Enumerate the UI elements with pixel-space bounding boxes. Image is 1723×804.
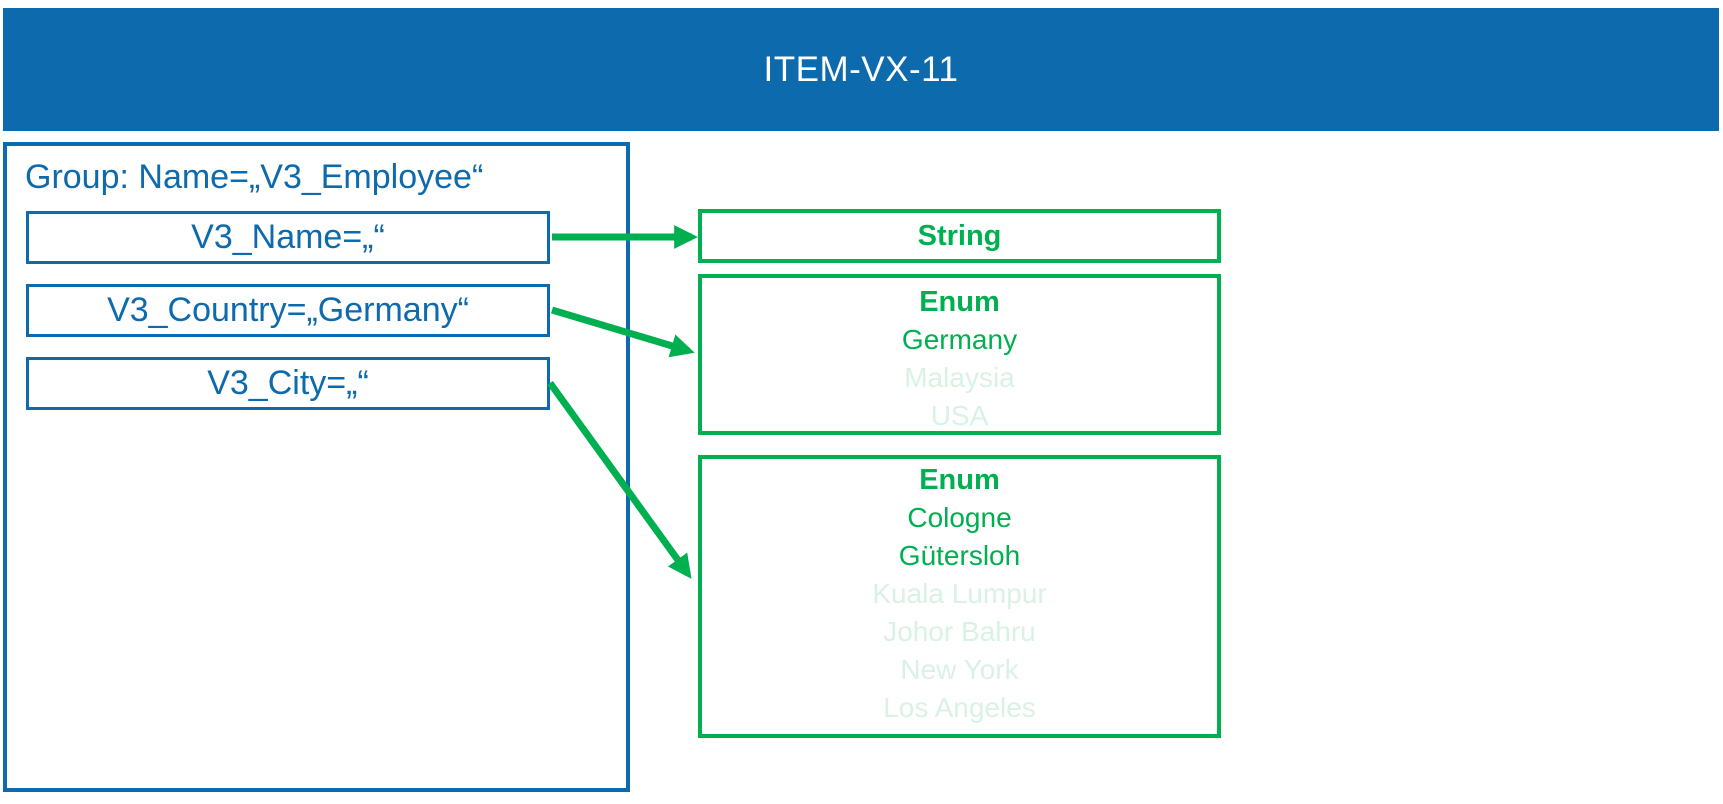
field-v3-name: V3_Name=„“ [26, 211, 550, 264]
enum-item-cologne: Cologne [907, 502, 1012, 533]
title-bar: ITEM-VX-11 [3, 8, 1719, 131]
type-box-country-enum: Enum Germany Malaysia USA [698, 274, 1221, 435]
type-country-enum-title: Enum [919, 286, 1000, 318]
field-v3-name-label: V3_Name=„“ [191, 218, 385, 256]
type-box-city-enum: Enum Cologne Gütersloh Kuala Lumpur Joho… [698, 455, 1221, 738]
type-string-title: String [917, 220, 1002, 252]
enum-item-los-angeles: Los Angeles [883, 692, 1036, 723]
group-box: Group: Name=„V3_Employee“ V3_Name=„“ V3_… [3, 142, 630, 792]
enum-item-kuala-lumpur: Kuala Lumpur [872, 578, 1047, 609]
field-v3-country: V3_Country=„Germany“ [26, 284, 550, 337]
enum-item-usa: USA [930, 400, 989, 431]
field-v3-country-label: V3_Country=„Germany“ [107, 291, 469, 329]
group-label: Group: Name=„V3_Employee“ [25, 158, 484, 196]
field-v3-city-label: V3_City=„“ [207, 364, 369, 402]
enum-item-malaysia: Malaysia [904, 362, 1015, 393]
type-box-string: String [698, 209, 1221, 263]
enum-item-germany: Germany [901, 324, 1018, 355]
enum-item-new-york: New York [900, 654, 1019, 685]
enum-item-johor-bahru: Johor Bahru [883, 616, 1036, 647]
page-title: ITEM-VX-11 [763, 49, 959, 89]
field-v3-city: V3_City=„“ [26, 357, 550, 410]
type-city-enum-title: Enum [919, 464, 1000, 496]
enum-item-guetersloh: Gütersloh [898, 540, 1021, 571]
